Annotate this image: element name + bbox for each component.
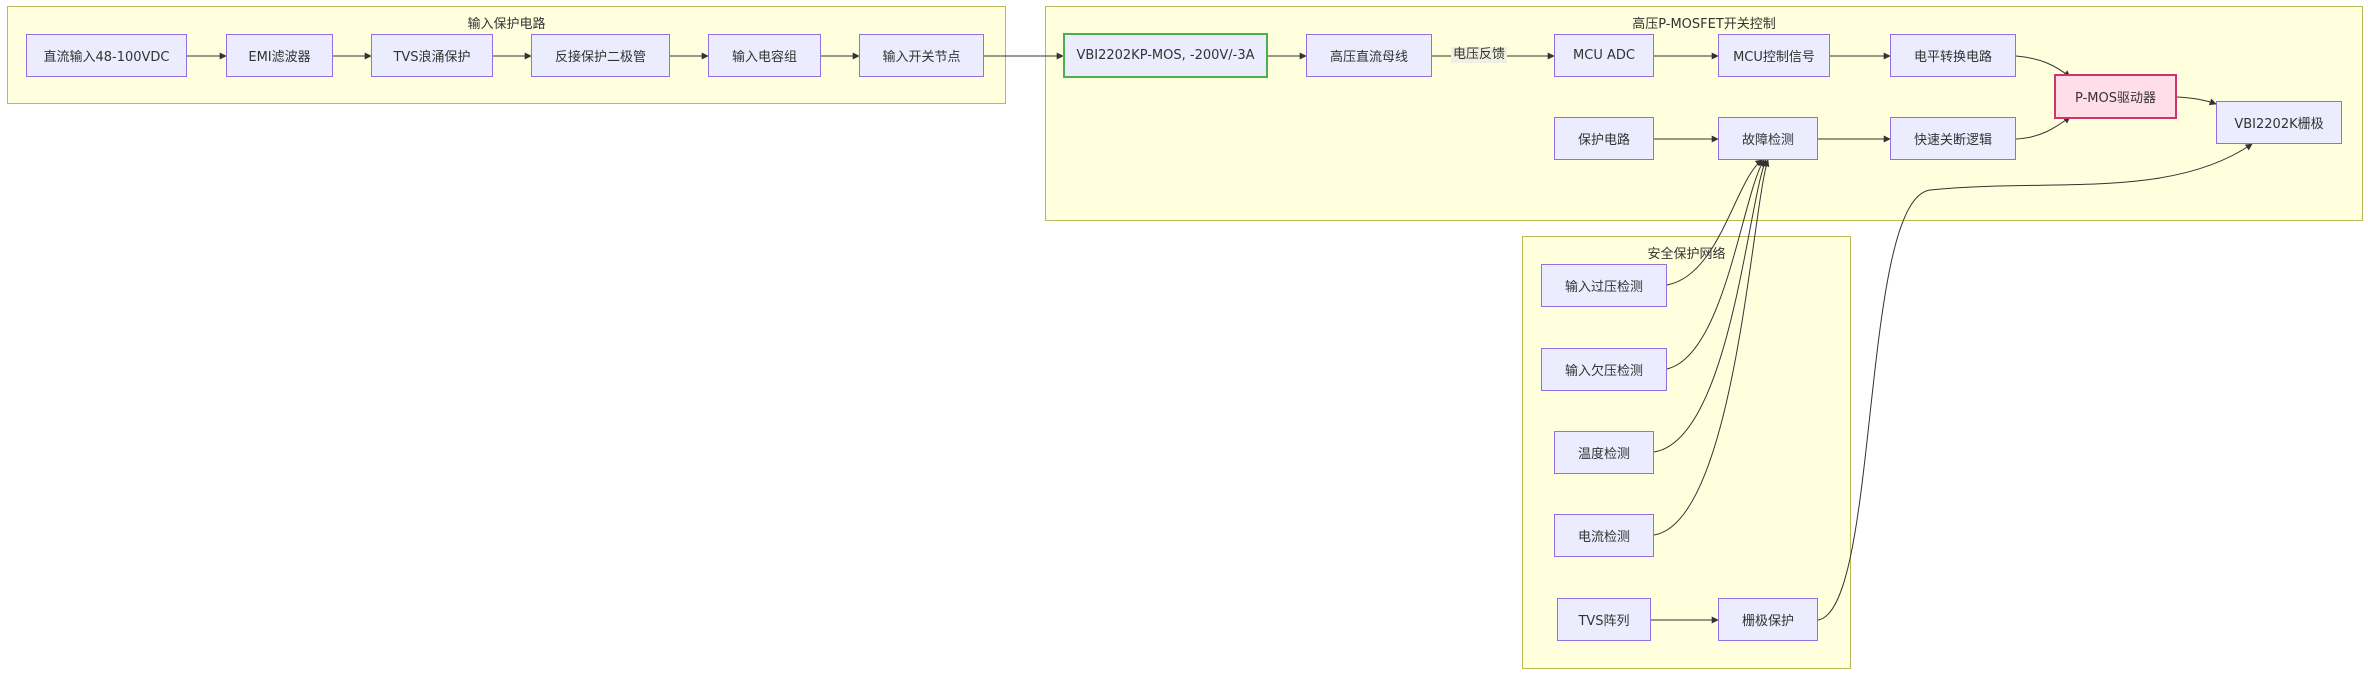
node-current-detect[interactable]: 电流检测 (1554, 514, 1654, 557)
node-uv-detect[interactable]: 输入欠压检测 (1541, 348, 1667, 391)
edge-gateprot-gate (1817, 143, 2253, 621)
edge-ov-fault (1666, 159, 1763, 286)
node-vbi-gate[interactable]: VBI2202K栅极 (2216, 101, 2342, 144)
edge-uv-fault (1666, 159, 1765, 370)
node-tvs-surge[interactable]: TVS浪涌保护 (371, 34, 493, 77)
node-mcu-ctrl[interactable]: MCU控制信号 (1718, 34, 1830, 77)
node-level-shift[interactable]: 电平转换电路 (1890, 34, 2016, 77)
node-input-switch[interactable]: 输入开关节点 (859, 34, 984, 77)
cluster-title: 高压P-MOSFET开关控制 (1632, 17, 1776, 32)
edge-current-fault (1653, 159, 1770, 536)
node-tvs-array[interactable]: TVS阵列 (1557, 598, 1651, 641)
node-hv-bus[interactable]: 高压直流母线 (1306, 34, 1432, 77)
node-vbi-mos[interactable]: VBI2202KP-MOS, -200V/-3A (1063, 33, 1268, 78)
node-fault-detect[interactable]: 故障检测 (1718, 117, 1818, 160)
node-temp-detect[interactable]: 温度检测 (1554, 431, 1654, 474)
edge-fastoff-driver (2015, 116, 2071, 140)
edge-label-voltage-feedback: 电压反馈 (1451, 47, 1508, 63)
cluster-title: 输入保护电路 (467, 17, 546, 32)
node-fast-off[interactable]: 快速关断逻辑 (1890, 117, 2016, 160)
node-ov-detect[interactable]: 输入过压检测 (1541, 264, 1667, 307)
node-mcu-adc[interactable]: MCU ADC (1554, 34, 1654, 77)
node-input-caps[interactable]: 输入电容组 (708, 34, 821, 77)
edge-temp-fault (1653, 159, 1767, 453)
node-dc-input[interactable]: 直流输入48-100VDC (26, 34, 187, 77)
node-reverse-diode[interactable]: 反接保护二极管 (531, 34, 670, 77)
cluster-title: 安全保护网络 (1647, 247, 1726, 262)
node-gate-protect[interactable]: 栅极保护 (1718, 598, 1818, 641)
node-protect-circuit[interactable]: 保护电路 (1554, 117, 1654, 160)
node-emi-filter[interactable]: EMI滤波器 (226, 34, 333, 77)
node-pmos-driver[interactable]: P-MOS驱动器 (2054, 74, 2177, 119)
edge-driver-gate (2176, 96, 2217, 106)
